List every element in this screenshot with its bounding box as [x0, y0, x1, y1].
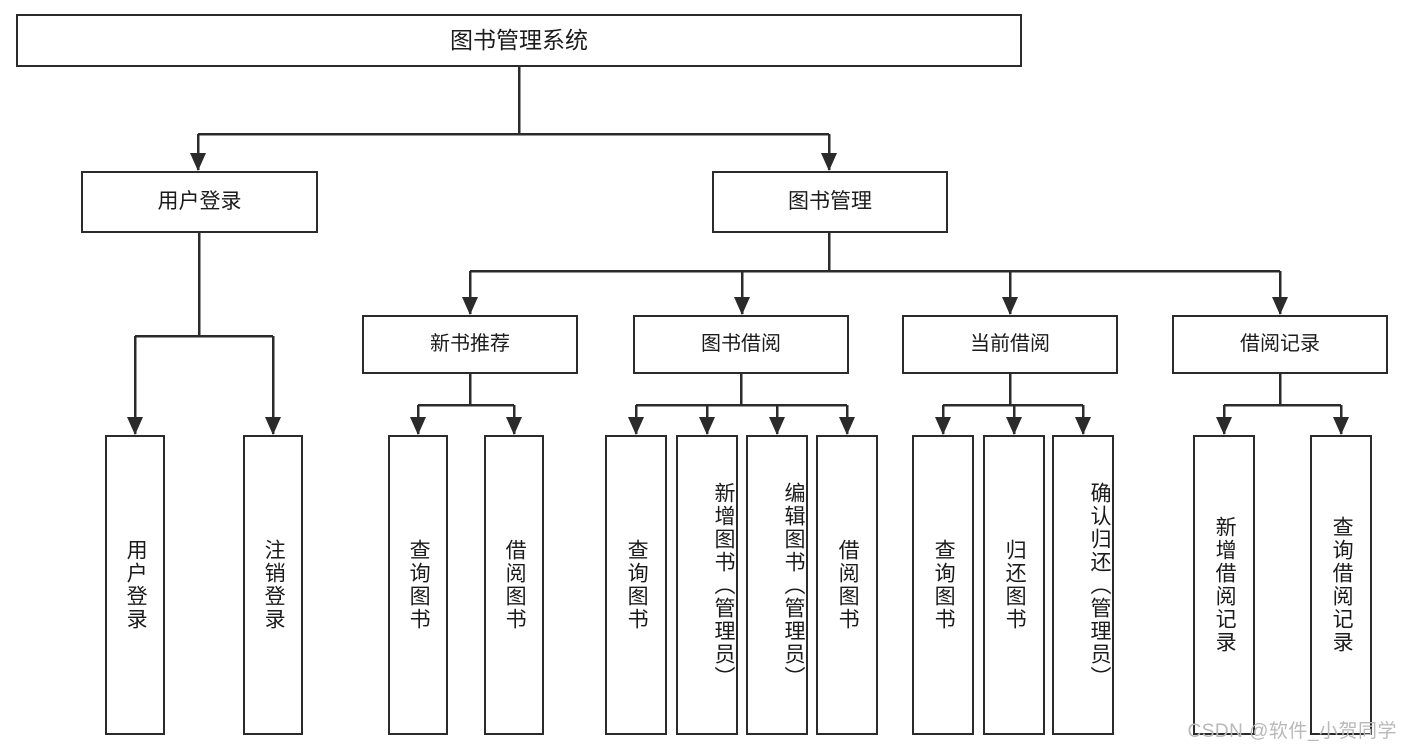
node-leaf-edit-book[interactable]: 编辑图书（管理员） — [746, 435, 808, 735]
node-leaf-borrow-book-1[interactable]: 借阅图书 — [484, 435, 544, 735]
arrowhead-icon — [1006, 417, 1022, 435]
arrowhead-icon — [1333, 417, 1349, 435]
node-leaf-query-book-2[interactable]: 查询图书 — [605, 435, 667, 735]
node-label: 借阅图书 — [836, 539, 860, 631]
watermark-text: CSDN @软件_小贺同学 — [1187, 721, 1397, 742]
node-user-login[interactable]: 用户登录 — [81, 171, 318, 233]
node-label: 借阅记录 — [1240, 333, 1320, 355]
node-label: 编辑图书（管理员） — [782, 481, 805, 689]
node-label: 查询借阅记录 — [1330, 516, 1354, 654]
node-label: 图书借阅 — [701, 333, 781, 355]
arrowhead-icon — [127, 417, 143, 435]
node-label: 查询图书 — [407, 539, 431, 631]
arrowhead-icon — [1075, 417, 1091, 435]
arrowhead-icon — [821, 153, 837, 171]
node-label: 当前借阅 — [970, 333, 1050, 355]
node-label: 新书推荐 — [430, 333, 510, 355]
node-leaf-confirm-return[interactable]: 确认归还（管理员） — [1052, 435, 1114, 735]
node-leaf-query-book-1[interactable]: 查询图书 — [388, 435, 448, 735]
node-label: 图书管理系统 — [450, 27, 588, 54]
node-borrow-record[interactable]: 借阅记录 — [1172, 315, 1388, 374]
arrowhead-icon — [506, 417, 522, 435]
node-label: 新增借阅记录 — [1213, 516, 1237, 654]
node-label: 查询图书 — [932, 539, 956, 631]
node-root[interactable]: 图书管理系统 — [16, 14, 1022, 67]
arrowhead-icon — [1272, 297, 1288, 315]
arrowhead-icon — [699, 417, 715, 435]
node-label: 图书管理 — [788, 189, 872, 213]
node-leaf-return-book[interactable]: 归还图书 — [983, 435, 1045, 735]
arrowhead-icon — [935, 417, 951, 435]
arrowhead-icon — [1216, 417, 1232, 435]
node-label: 用户登录 — [157, 189, 242, 213]
arrowhead-icon — [190, 153, 206, 171]
node-leaf-query-book-3[interactable]: 查询图书 — [912, 435, 974, 735]
node-leaf-query-record[interactable]: 查询借阅记录 — [1310, 435, 1372, 735]
arrowhead-icon — [769, 417, 785, 435]
node-label: 确认归还（管理员） — [1088, 481, 1111, 689]
node-leaf-borrow-book-2[interactable]: 借阅图书 — [816, 435, 878, 735]
node-label: 查询图书 — [625, 539, 649, 631]
node-leaf-logout[interactable]: 注销登录 — [243, 435, 303, 735]
arrowhead-icon — [462, 297, 478, 315]
node-book-management[interactable]: 图书管理 — [712, 171, 948, 233]
node-label: 借阅图书 — [503, 539, 527, 631]
node-label: 注销登录 — [262, 539, 286, 631]
arrowhead-icon — [410, 417, 426, 435]
node-label: 归还图书 — [1003, 539, 1027, 631]
arrowhead-icon — [628, 417, 644, 435]
arrowhead-icon — [1002, 297, 1018, 315]
arrowhead-icon — [265, 417, 281, 435]
node-leaf-user-login[interactable]: 用户登录 — [105, 435, 165, 735]
arrowhead-icon — [839, 417, 855, 435]
node-book-borrow[interactable]: 图书借阅 — [633, 315, 849, 374]
node-new-book-recommend[interactable]: 新书推荐 — [362, 315, 578, 374]
node-label: 新增图书（管理员） — [712, 481, 735, 689]
node-label: 用户登录 — [124, 539, 148, 631]
arrowhead-icon — [734, 297, 750, 315]
node-current-borrow[interactable]: 当前借阅 — [902, 315, 1118, 374]
node-leaf-add-book[interactable]: 新增图书（管理员） — [676, 435, 738, 735]
node-leaf-add-record[interactable]: 新增借阅记录 — [1193, 435, 1255, 735]
